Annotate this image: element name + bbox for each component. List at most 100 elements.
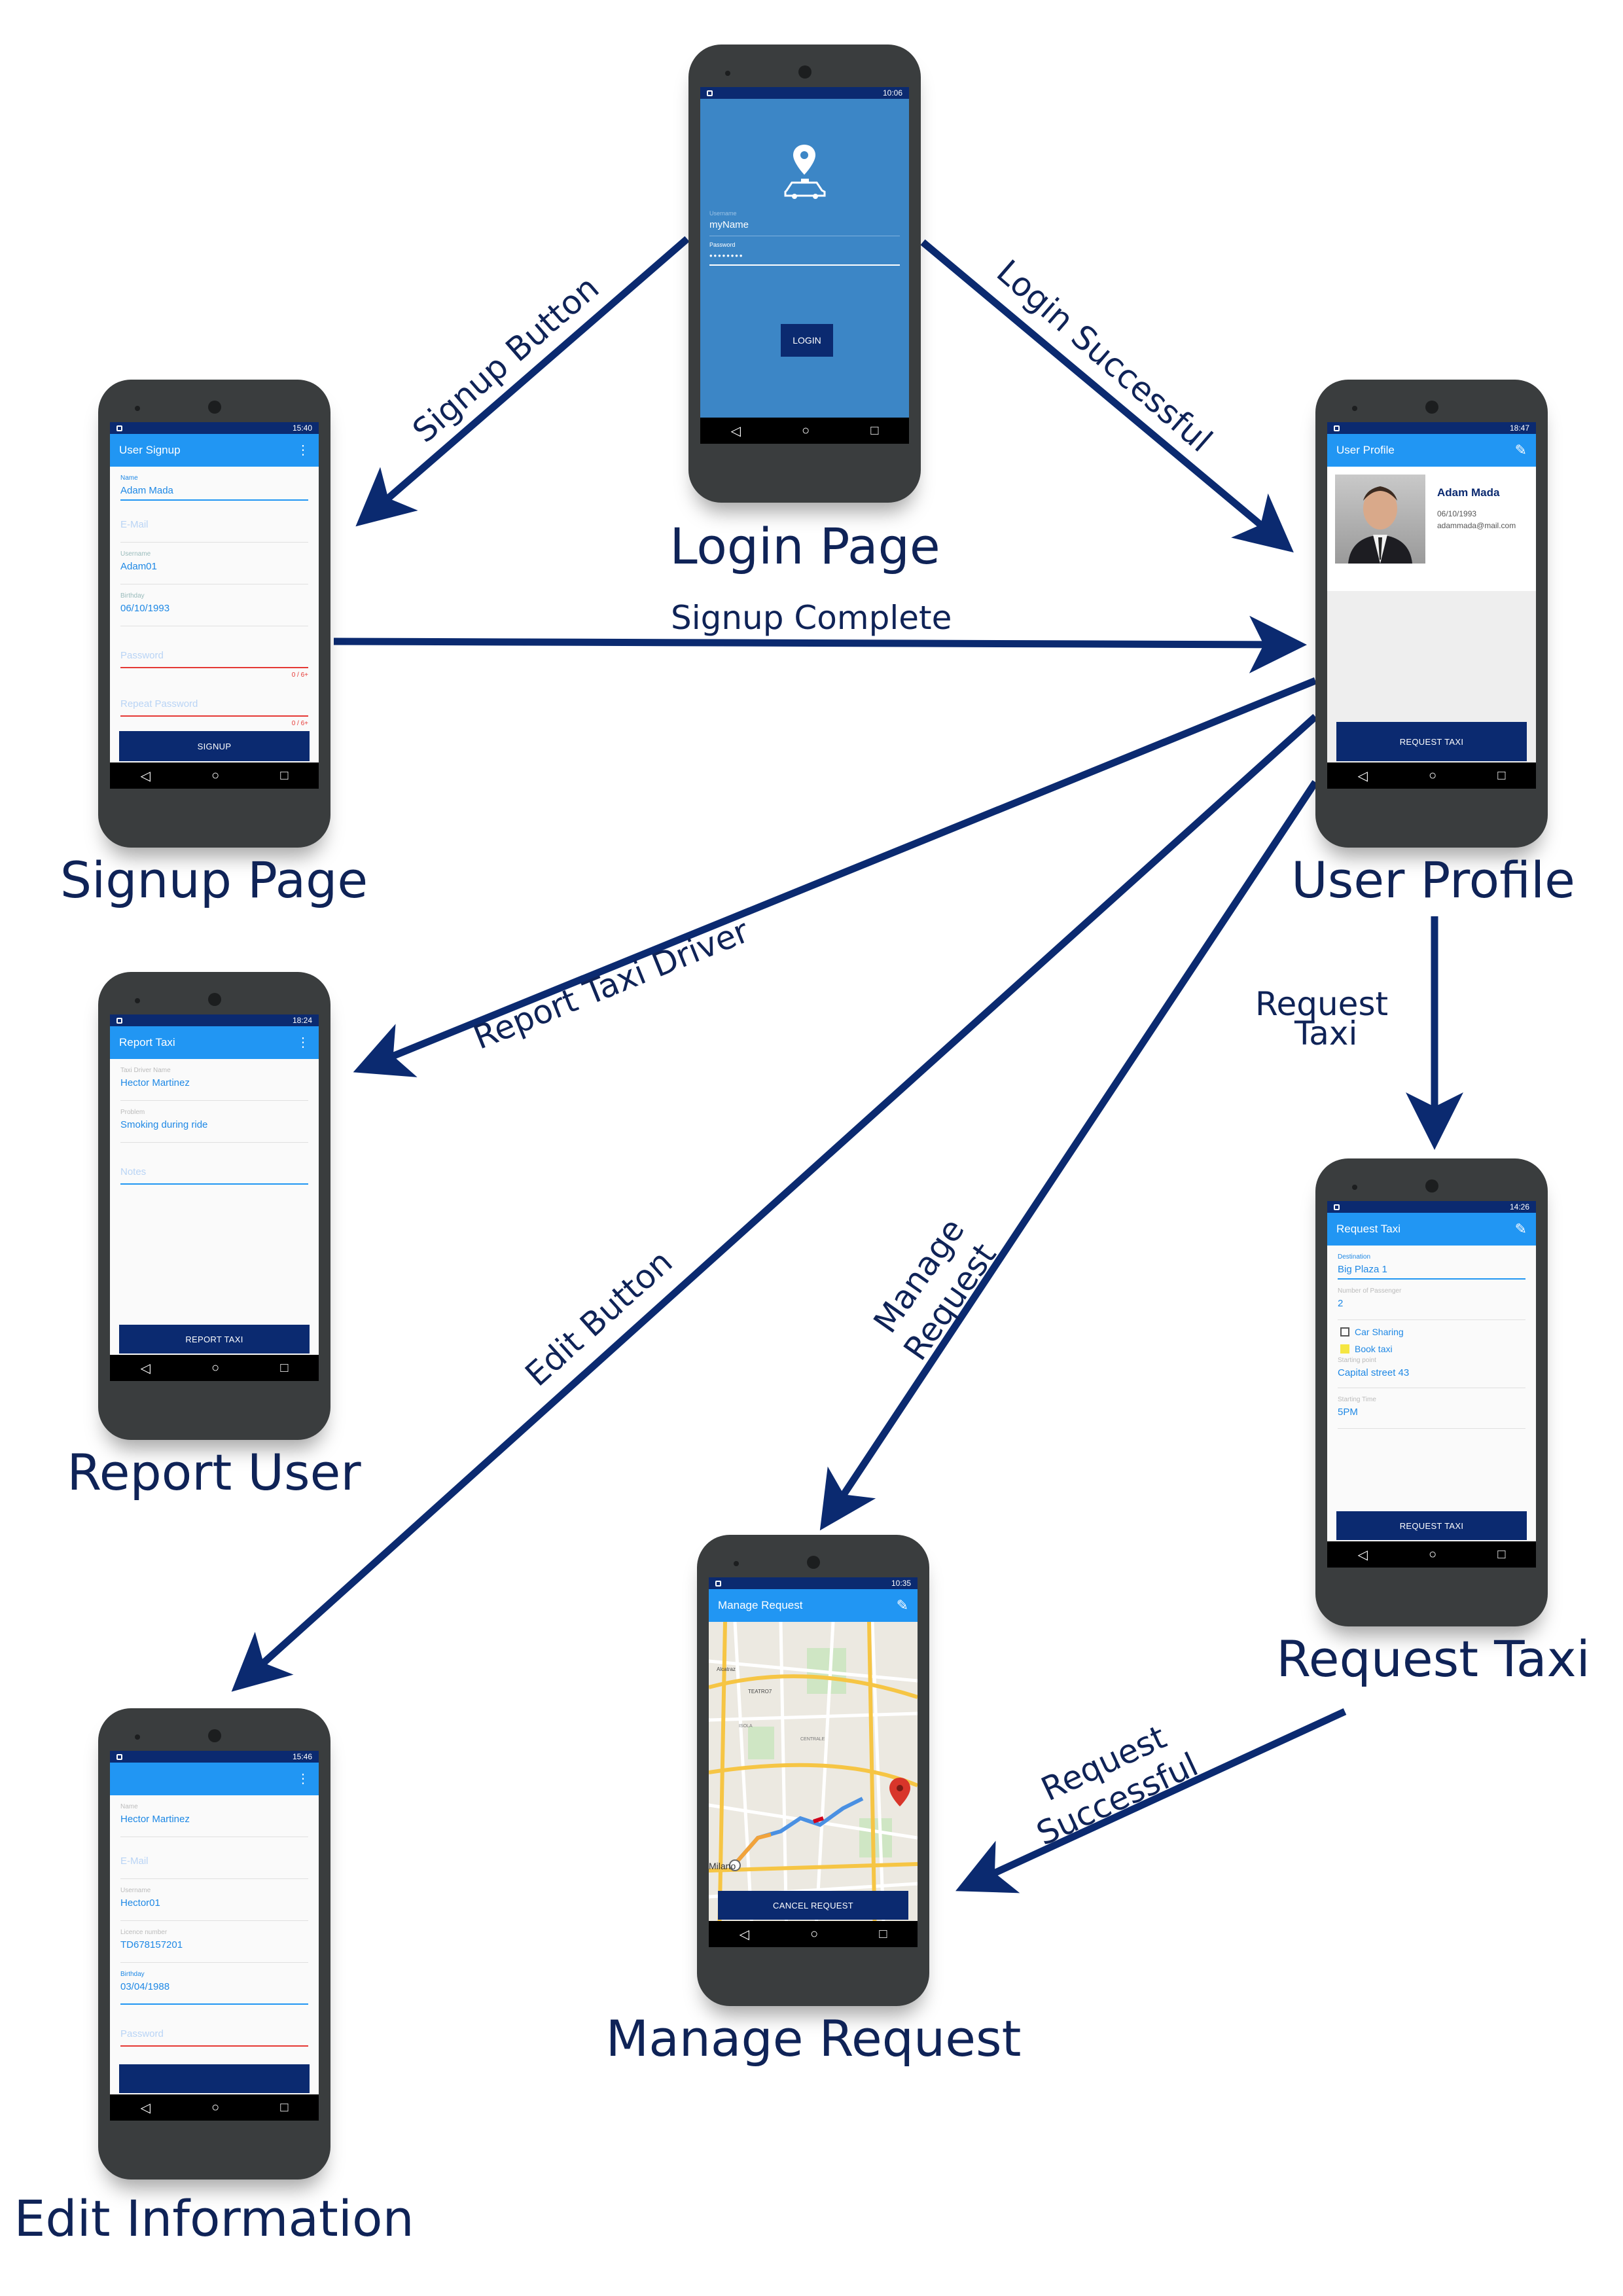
phone-login: 10:06 Username myName Password •••••••• … [688, 45, 921, 503]
home-icon[interactable]: ○ [1429, 768, 1437, 783]
home-icon[interactable]: ○ [211, 768, 220, 783]
taxi-car-icon [784, 177, 826, 200]
status-time: 10:06 [882, 88, 902, 98]
home-icon[interactable]: ○ [211, 1360, 220, 1375]
recents-icon[interactable]: □ [280, 2100, 289, 2115]
back-icon[interactable]: ◁ [1357, 768, 1368, 783]
field-value: 5PM [1338, 1407, 1358, 1418]
status-time: 18:47 [1509, 423, 1529, 433]
checkbox-label: Car Sharing [1355, 1327, 1404, 1337]
field-placeholder: Password [120, 650, 164, 661]
back-icon[interactable]: ◁ [140, 1361, 151, 1376]
field-value: TD678157201 [120, 1939, 183, 1950]
map-label-teatro: TEATRO7 [748, 1689, 772, 1695]
book-taxi-checkbox[interactable]: Book taxi [1340, 1344, 1523, 1354]
login-button[interactable]: LOGIN [781, 324, 833, 357]
overflow-menu-icon[interactable]: ⋮ [296, 443, 310, 457]
caption-user-profile: User Profile [1291, 851, 1575, 909]
back-icon[interactable]: ◁ [140, 768, 151, 783]
home-icon[interactable]: ○ [810, 1926, 819, 1941]
signup-button[interactable]: SIGNUP [119, 731, 310, 761]
request-taxi-button[interactable]: REQUEST TAXI [1336, 722, 1527, 761]
caption-edit-information: Edit Information [14, 2189, 414, 2248]
field-label: Name [120, 475, 138, 482]
back-icon[interactable]: ◁ [739, 1927, 749, 1942]
notes-field[interactable]: Notes [120, 1143, 308, 1185]
field-placeholder: Notes [120, 1166, 147, 1177]
edit-pencil-icon[interactable]: ✎ [896, 1597, 908, 1613]
username-input[interactable]: myName [709, 217, 900, 236]
car-sharing-checkbox[interactable]: Car Sharing [1340, 1327, 1523, 1337]
edge-label-signup-complete: Signup Complete [671, 599, 952, 637]
back-icon[interactable]: ◁ [730, 423, 741, 439]
field-value: Capital street 43 [1338, 1367, 1410, 1378]
edit-pencil-icon[interactable]: ✎ [1514, 1221, 1527, 1237]
password-input[interactable]: •••••••• [709, 248, 900, 266]
field-label: Licence number [120, 1929, 168, 1936]
home-icon[interactable]: ○ [1429, 1547, 1437, 1562]
home-icon[interactable]: ○ [211, 2100, 220, 2115]
field-value: Hector Martinez [120, 1814, 190, 1825]
nav-bar: ◁ ○ □ [700, 418, 909, 444]
back-icon[interactable]: ◁ [140, 2100, 151, 2115]
profile-email: adammada@mail.com [1437, 521, 1516, 530]
earpiece [207, 401, 221, 414]
field-label: Destination [1338, 1253, 1371, 1261]
earpiece [1425, 1179, 1438, 1193]
field-value: Hector01 [120, 1897, 160, 1909]
arrow-manage-request [819, 780, 1319, 1531]
email-field[interactable]: E-Mail [120, 501, 308, 543]
overflow-menu-icon[interactable]: ⋮ [296, 1772, 310, 1786]
notification-icon [116, 425, 122, 431]
edit-pencil-icon[interactable]: ✎ [1514, 442, 1527, 458]
field-placeholder: E-Mail [120, 519, 149, 530]
nav-bar: ◁ ○ □ [709, 1921, 918, 1947]
home-icon[interactable]: ○ [802, 423, 810, 438]
notification-icon [116, 1753, 122, 1760]
recents-icon[interactable]: □ [280, 1360, 289, 1375]
report-taxi-button[interactable]: REPORT TAXI [119, 1325, 310, 1354]
recents-icon[interactable]: □ [870, 423, 879, 438]
app-bar: Request Taxi✎ [1327, 1213, 1536, 1246]
field-value: 06/10/1993 [120, 603, 170, 614]
map-view[interactable]: Alcatraz TEATRO7 ISOLA CENTRALE Milano [709, 1622, 918, 1921]
back-icon[interactable]: ◁ [1357, 1547, 1368, 1562]
map-label-alcatraz: Alcatraz [717, 1666, 736, 1672]
cancel-request-button[interactable]: CANCEL REQUEST [718, 1891, 908, 1920]
password-field[interactable]: Password [120, 2005, 308, 2047]
status-bar: 14:26 [1327, 1201, 1536, 1213]
recents-icon[interactable]: □ [1497, 1547, 1506, 1562]
overflow-menu-icon[interactable]: ⋮ [296, 1035, 310, 1050]
email-field[interactable]: E-Mail [120, 1837, 308, 1879]
edge-label-request-taxi-line2: Taxi [1294, 1014, 1358, 1052]
recents-icon[interactable]: □ [280, 768, 289, 783]
checkbox-unchecked [1340, 1327, 1349, 1336]
save-button[interactable] [119, 2064, 310, 2093]
recents-icon[interactable]: □ [879, 1926, 887, 1941]
status-bar: 15:40 [110, 422, 319, 434]
request-taxi-button[interactable]: REQUEST TAXI [1336, 1511, 1527, 1540]
arrow-signup-button [355, 236, 690, 527]
notification-icon [715, 1580, 721, 1587]
profile-name: Adam Mada [1437, 486, 1500, 499]
recents-icon[interactable]: □ [1497, 768, 1506, 783]
